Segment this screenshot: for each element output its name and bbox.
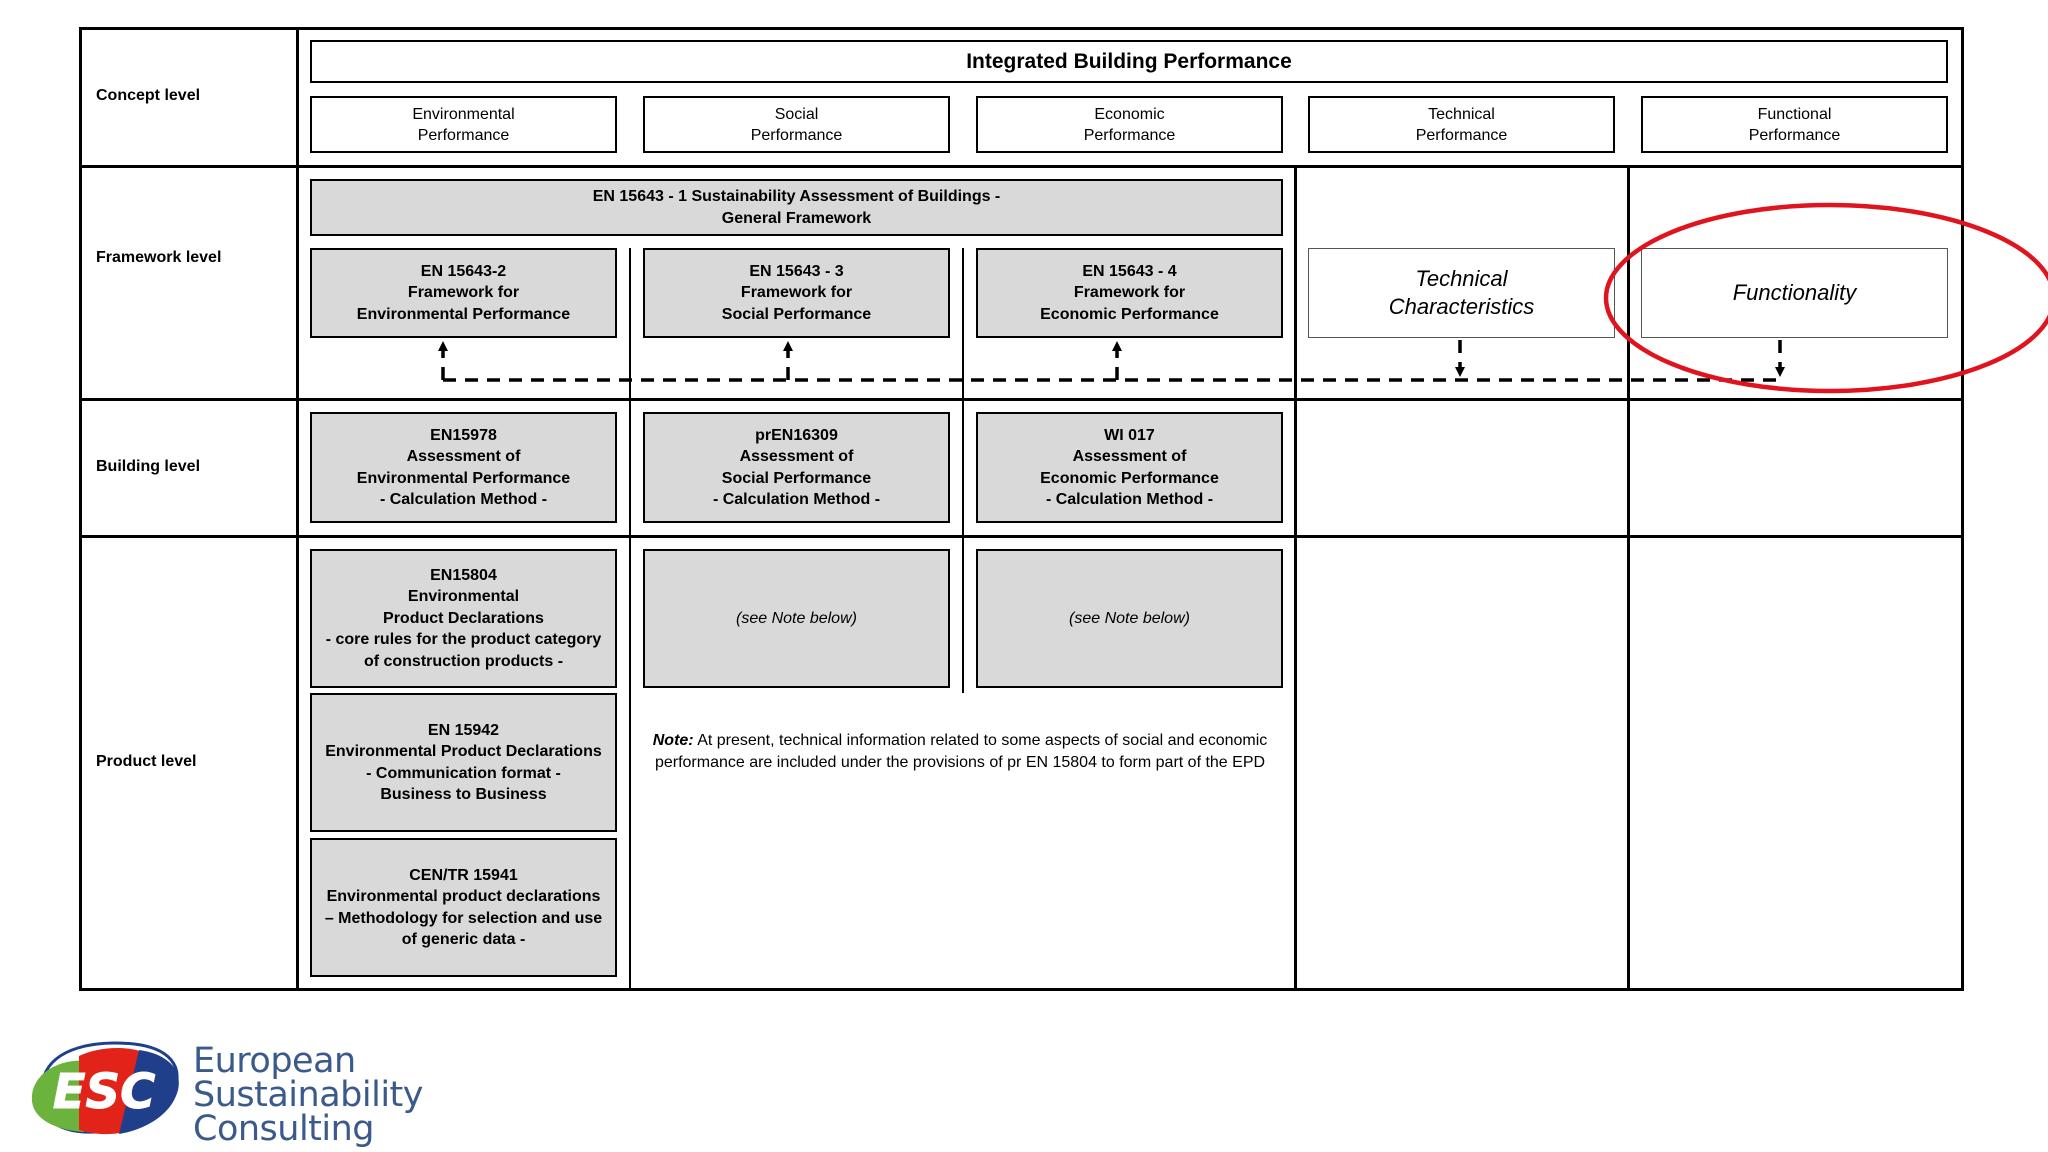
logo-text-consulting: Consulting <box>193 1109 375 1149</box>
level-column-divider <box>296 27 299 991</box>
concept-environmental: Environmental Performance <box>310 96 617 153</box>
level-label-building: Building level <box>96 458 201 475</box>
column-divider-economic <box>962 398 964 693</box>
row-divider-building <box>79 535 1964 538</box>
level-label-concept: Concept level <box>96 87 201 104</box>
column-divider-functional <box>1627 165 1630 991</box>
column-divider-social <box>629 398 631 991</box>
diagram-frame <box>79 27 1964 991</box>
building-economic: WI 017 Assessment of Economic Performanc… <box>976 412 1283 523</box>
column-divider-economic-fw <box>962 248 964 398</box>
concept-social: Social Performance <box>643 96 950 153</box>
building-environmental: EN15978 Assessment of Environmental Perf… <box>310 412 617 523</box>
functionality: Functionality <box>1641 248 1948 338</box>
product-en15942: EN 15942 Environmental Product Declarati… <box>310 693 617 832</box>
concept-functional: Functional Performance <box>1641 96 1948 153</box>
esc-logo-mark: ESC <box>31 1041 179 1135</box>
technical-characteristics: Technical Characteristics <box>1308 248 1615 338</box>
building-social: prEN16309 Assessment of Social Performan… <box>643 412 950 523</box>
highlight-ellipse <box>1603 202 2048 394</box>
framework-social: EN 15643 - 3 Framework for Social Perfor… <box>643 248 950 338</box>
product-social-see-note: (see Note below) <box>643 549 950 688</box>
product-note: Note: At present, technical information … <box>645 730 1275 773</box>
integrated-building-performance: Integrated Building Performance <box>310 40 1948 83</box>
product-economic-see-note: (see Note below) <box>976 549 1283 688</box>
row-divider-framework <box>79 398 1964 401</box>
product-en15804: EN15804 Environmental Product Declaratio… <box>310 549 617 688</box>
level-label-framework: Framework level <box>96 249 222 266</box>
framework-general: EN 15643 - 1 Sustainability Assessment o… <box>310 179 1283 236</box>
level-label-product: Product level <box>96 753 197 770</box>
concept-technical: Technical Performance <box>1308 96 1615 153</box>
note-label: Note: <box>652 732 694 749</box>
column-divider-technical <box>1294 165 1297 991</box>
logo-text-european: European <box>193 1041 356 1081</box>
concept-economic: Economic Performance <box>976 96 1283 153</box>
row-divider-concept <box>79 165 1964 168</box>
framework-economic: EN 15643 - 4 Framework for Economic Perf… <box>976 248 1283 338</box>
logo-text-sustainability: Sustainability <box>193 1075 424 1115</box>
framework-environmental: EN 15643-2 Framework for Environmental P… <box>310 248 617 338</box>
note-body: At present, technical information relate… <box>654 732 1268 771</box>
product-centr15941: CEN/TR 15941 Environmental product decla… <box>310 838 617 977</box>
logo-letters: ESC <box>53 1064 156 1120</box>
column-divider-social-fw <box>629 248 631 398</box>
